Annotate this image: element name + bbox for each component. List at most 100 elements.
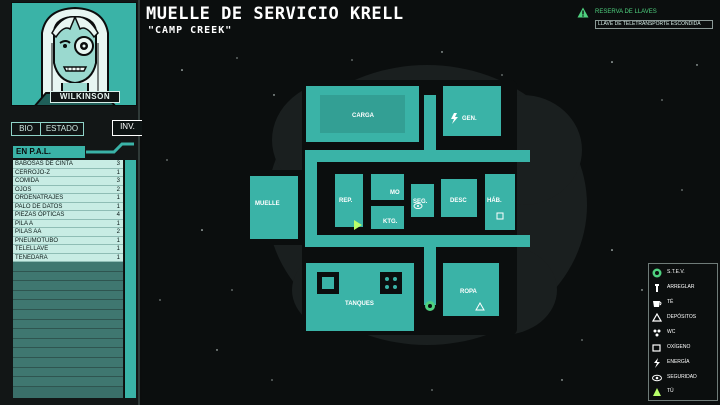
room-label-tanques: TANQUES [345,301,374,307]
room-label-muelle: MUELLE [255,201,280,207]
inventory-empty-slot [13,300,123,310]
legend-item: S.T.E.V. [652,267,718,281]
player-icon [653,388,661,396]
room-label-desc: DESC [450,198,467,204]
room-label-ropa: ROPA [460,289,478,295]
inventory-empty-slot [13,367,123,378]
item-name: PILAS AA [15,229,42,235]
stev-icon [425,301,435,311]
legend-item: ARREGLAR [652,282,718,296]
legend-label: OXÍGENO [667,344,691,350]
legend-item: OXÍGENO [652,342,718,356]
item-name: TENEDARA [15,254,48,261]
objective-subtitle: LLAVE DE TELETRANSPORTE ESCONDIDA [595,20,713,29]
inventory-scrollbar[interactable] [124,160,136,398]
oxygen-icon [652,344,661,352]
item-name: PIEZAS ÓPTICAS [15,212,65,218]
inventory-empty-slot [13,357,123,368]
item-qty: 3 [116,178,120,184]
tab-inventory[interactable]: INV. [112,120,143,136]
power-icon [451,113,458,124]
ship-hull [247,80,530,335]
tab-connector-icon [86,142,134,154]
page-title: MUELLE DE SERVICIO KRELL [146,4,404,24]
item-qty: 2 [116,229,120,235]
item-qty: 1 [116,195,120,201]
recycle-icon [652,313,662,322]
inventory-empty-slot [13,271,123,282]
room-label-hab: HÁB. [487,197,502,204]
eye-icon [652,374,662,382]
inventory-item[interactable]: PILAS AA 2 [13,228,123,237]
warning-icon [577,7,589,18]
room-label-ktg: KTG. [383,219,398,225]
item-name: COMIDA [15,178,39,184]
inventory-empty-slot [13,338,123,349]
item-name: TELELLAVE [15,246,49,252]
objective-notice[interactable]: RESERVA DE LLAVES LLAVE DE TELETRANSPORT… [577,6,717,30]
power-icon [654,358,660,368]
item-qty: 4 [116,212,120,218]
inventory-item[interactable]: ORDENATRAJES 1 [13,194,123,203]
item-name: PNEUMOTUBO [15,237,59,244]
inventory-empty-slot [13,348,123,358]
inventory-empty-slot [13,281,123,291]
item-name: PALO DE DATOS [15,203,63,210]
inventory-item[interactable]: PNEUMOTUBO 1 [13,236,123,245]
legend-label: DEPÓSITOS [667,314,697,320]
item-name: PILA A [15,220,34,227]
item-qty: 1 [116,220,120,227]
recycle-icon [475,301,485,311]
inventory-empty-slot [13,377,123,387]
item-qty: 2 [116,186,120,193]
room-label-rep: REP. [339,198,353,204]
character-tabs: BIO ESTADO INV. [11,120,143,136]
toilet-icon [653,329,661,337]
legend-item: WC [652,327,718,341]
map-legend: S.T.E.V. ARREGLAR TÉ DEPÓSITOS WC OXÍGEN… [648,263,718,401]
item-qty: 3 [116,161,120,167]
character-portrait: WILKINSON [11,2,137,106]
starfield [159,51,698,391]
item-qty: 1 [116,237,120,244]
character-name: WILKINSON [50,91,120,103]
item-qty: 1 [116,203,120,210]
tab-estado[interactable]: ESTADO [40,122,84,136]
inventory-header: EN P.A.L. [13,146,85,158]
player-icon [354,220,362,230]
item-qty: 1 [116,169,120,176]
page-subtitle: "CAMP CREEK" [148,25,233,36]
toilet-icon [496,212,504,220]
room-label-seg: SEG. [413,199,428,205]
legend-label: TÉ [667,299,674,305]
tab-bio[interactable]: BIO [11,122,41,136]
inventory-item[interactable]: COMIDA 3 [13,177,123,186]
character-panel: WILKINSON BIO ESTADO INV. EN P.A.L. BABO… [0,0,143,405]
inventory-item[interactable]: PIEZAS ÓPTICAS 4 [13,211,123,220]
item-name: ORDENATRAJES [15,195,64,201]
inventory-empty-slot [13,309,123,320]
inventory-empty-slot [13,290,123,301]
legend-label: ARREGLAR [667,284,695,290]
legend-item: ENERGÍA [652,357,718,371]
inventory-item[interactable]: PILA A 1 [13,219,123,228]
legend-label: SEGURIDAD [667,374,697,380]
legend-label: ENERGÍA [667,359,690,365]
room-label-carga: CARGA [352,113,375,119]
inventory-empty-slot [13,329,123,339]
inventory-empty-slot [13,262,123,272]
inventory-item[interactable]: PALO DE DATOS 1 [13,202,123,211]
legend-label: S.T.E.V. [667,269,685,275]
objective-title: RESERVA DE LLAVES [595,9,657,15]
legend-label: TÚ [667,388,674,394]
room-label-gen: GEN. [462,116,477,122]
map-screen: MUELLE DE SERVICIO KRELL "CAMP CREEK" RE… [142,0,720,405]
stev-icon [652,268,662,278]
inventory-empty-slot [13,319,123,330]
